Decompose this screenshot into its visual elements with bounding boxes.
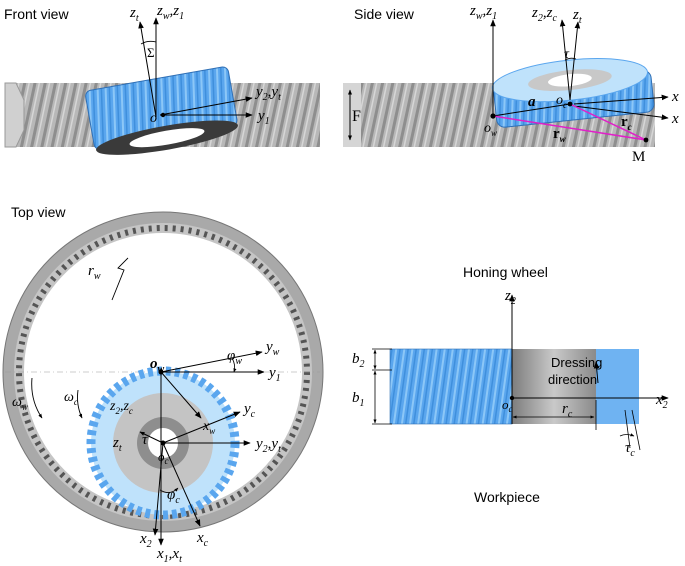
front-y2-axis [159,96,253,116]
front-zt-axis [138,21,157,118]
section-tau-line-a [624,409,631,449]
side-x-upper-axis [573,94,669,105]
section-label-direction: direction [548,372,597,387]
front-origin-dot [160,112,166,118]
top-label-zt: zt [112,435,122,454]
section-label-x2: x2 [655,392,668,411]
section-tau-line-b [631,409,641,451]
front-label-y1: y1 [256,108,270,127]
section-label-dressing: Dressing [551,355,602,370]
label-honing-wheel: Honing wheel [463,264,548,280]
side-M-dot [643,137,649,143]
section-honing-teeth [389,348,513,425]
side-x-lower-axis [573,105,669,120]
side-a-line [492,103,571,117]
top-label-omega-w: ωw [12,395,28,412]
section-label-z2: z2 [504,288,516,307]
top-label-xc: xc [196,530,209,549]
top-omega-c-arrow [77,389,83,419]
top-label-phiw: φw [227,348,242,367]
side-label-rc: rc [621,114,632,132]
front-sigma-arc [140,40,157,45]
side-ow-dot [490,113,496,119]
section-right-block [596,349,639,424]
section-label-b1: b1 [352,390,365,409]
section-label-tauc: τc [625,440,635,459]
section-label-b2: b2 [352,351,365,370]
side-label-x-upper: x [671,89,679,105]
section-view: Honing wheel Workpiece z2 b2 b1 Dressi [352,264,669,505]
top-label-y1: y1 [267,365,281,384]
top-label-z2-zc: z2,zc [109,399,133,416]
section-label-rc: rc [562,401,573,420]
top-xc-axis [162,442,201,527]
top-rw-leader [111,257,129,301]
side-tau-arc [564,57,577,61]
top-x2-axis [152,442,164,536]
side-ring-end [343,83,361,147]
top-yc-axis [162,411,241,444]
top-label-oc: oc [158,449,169,466]
side-honing-gear [491,58,655,128]
top-label-y2-yt: y2,yt [254,436,281,455]
top-oc-dot [160,440,166,446]
side-label-tau: τ [564,47,570,62]
top-label-xw: xw [202,419,215,436]
top-phiw-arc [231,357,237,373]
top-label-x1-xt: x1,xt [156,546,182,565]
section-label-oc: oc [502,397,513,414]
front-label-y2-yt: y2,yt [254,84,281,103]
top-label-yc: yc [242,401,256,420]
front-label-o: o [150,111,157,126]
side-rc-vector [569,103,647,141]
top-xw-axis [160,371,202,419]
top-omega-w-arrow [31,377,43,419]
side-label-ow: ow [484,121,497,138]
side-rw-vector [492,115,647,141]
side-zt-axis [569,21,581,101]
front-view: Front view zt zw,z1 Σ y2,yt y1 o [4,3,320,155]
front-ring-end [4,82,25,148]
side-oc-dot [567,101,573,107]
side-label-zt: zt [572,7,582,26]
side-view: Side view F zw,z1 z2,zc zt τ x x a oc [343,3,679,165]
front-label-zw-z1: zw,z1 [156,3,184,22]
top-label-phic: φc [167,487,180,506]
side-label-oc: oc [556,93,567,110]
side-label-F: F [352,108,361,125]
side-label-zw-z1: zw,z1 [469,3,497,22]
side-label-a: a [528,94,536,110]
top-view-title: Top view [11,204,66,220]
front-label-zt: zt [129,5,139,24]
top-label-omega-c: ωc [64,390,78,407]
side-label-z2-zc: z2,zc [531,5,557,24]
side-label-rw: rw [553,126,567,144]
side-view-title: Side view [354,6,415,22]
front-view-title: Front view [4,6,69,22]
section-oc-dot [509,395,515,401]
top-view: Top view rw ow [2,204,324,565]
top-label-ow: ow [150,356,165,375]
section-gray-band [512,349,596,424]
front-honing-gear [85,66,238,155]
top-label-rw: rw [88,263,101,282]
top-zt-axis [139,431,164,444]
side-label-M: M [632,149,645,165]
label-workpiece: Workpiece [474,489,540,505]
front-label-sigma: Σ [147,45,155,60]
top-yw-axis [160,350,263,373]
top-ow-dot [158,369,164,375]
side-z2-axis [559,19,571,101]
side-label-x-lower: x [671,111,679,127]
top-label-yw: yw [264,339,280,358]
section-dressing-arrow [593,361,600,384]
section-tau-arc [619,433,635,437]
top-label-tau: τ [142,432,148,448]
top-label-x2: x2 [139,531,152,550]
top-phic-arc [159,487,179,493]
